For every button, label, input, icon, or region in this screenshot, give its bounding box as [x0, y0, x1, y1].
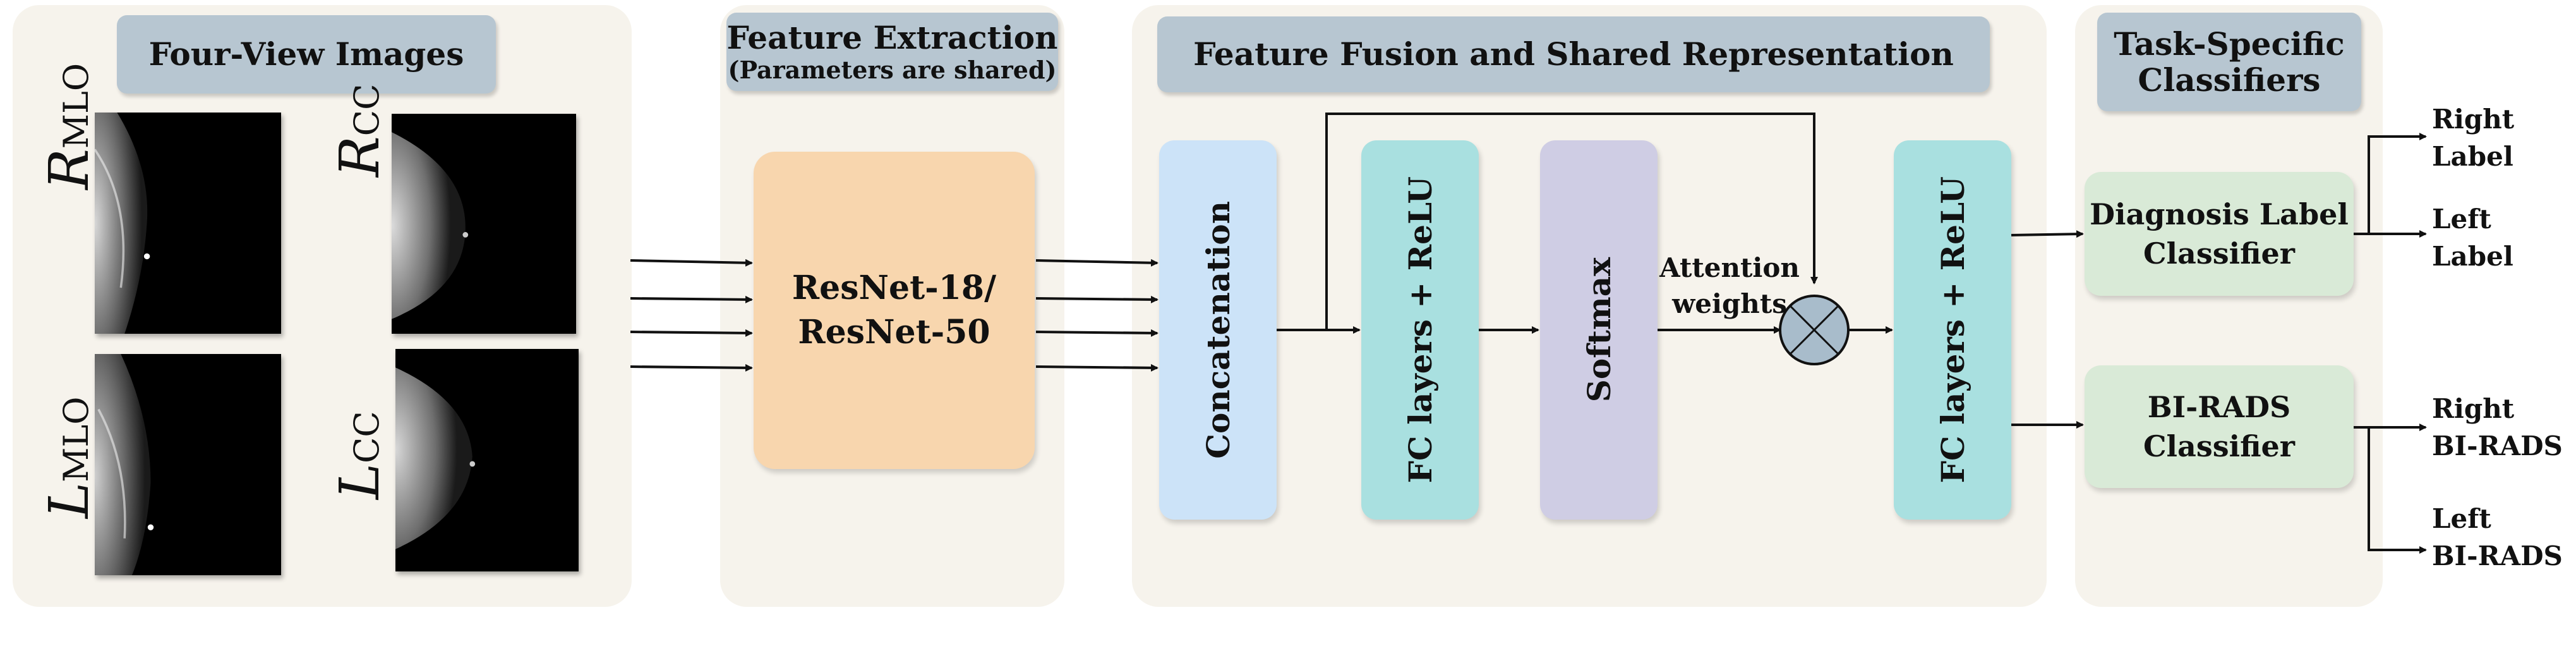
birads-classifier-box: BI-RADS Classifier [2085, 365, 2354, 488]
softmax-box: Softmax [1540, 140, 1658, 520]
fc-layers-box-1: FC layers + ReLU [1361, 140, 1479, 520]
classifiers-title-line1: Task-Specific [2114, 25, 2345, 63]
input-panel-title: Four-View Images [117, 15, 496, 94]
image-r-mlo [95, 113, 281, 334]
fc-layers-box-2: FC layers + ReLU [1894, 140, 2011, 520]
fusion-title-text: Feature Fusion and Shared Representation [1193, 35, 1954, 73]
birads-line1: BI-RADS [2147, 389, 2291, 424]
image-l-mlo [95, 354, 281, 575]
classifiers-title-line2: Classifiers [2138, 61, 2321, 99]
input-title-text: Four-View Images [148, 35, 464, 73]
image-r-cc [392, 114, 576, 334]
arrow-in-1 [630, 259, 753, 267]
arrow-in-3 [630, 329, 753, 337]
arrow-feat-1 [1035, 259, 1159, 267]
backbone-line2: ResNet-50 [798, 313, 990, 351]
backbone-box: ResNet-18/ ResNet-50 [754, 152, 1035, 469]
image-l-cc [395, 349, 579, 571]
fusion-panel-title: Feature Fusion and Shared Representation [1157, 16, 1990, 92]
diagnosis-line1: Diagnosis Label [2090, 197, 2349, 231]
arrow-in-2 [630, 295, 753, 303]
arrow-feat-3 [1035, 329, 1159, 337]
attention-weights-label: Attention weights [1659, 252, 1800, 319]
concatenation-box: Concatenation [1159, 140, 1277, 520]
extraction-panel-title: Feature Extraction (Parameters are share… [726, 13, 1058, 91]
arrow-feat-2 [1035, 295, 1159, 303]
extraction-subtitle-text: (Parameters are shared) [728, 55, 1057, 84]
extraction-title-text: Feature Extraction [726, 19, 1058, 57]
branch-diagnosis [2354, 133, 2427, 235]
skip-connection [1325, 113, 1818, 330]
arrow-fc2-diagnosis [2011, 230, 2084, 238]
birads-line2: Classifier [2143, 429, 2296, 463]
diagnosis-classifier-box: Diagnosis Label Classifier [2085, 172, 2354, 296]
classifiers-panel-title: Task-Specific Classifiers [2097, 13, 2361, 111]
multiply-icon [1779, 295, 1850, 365]
arrow-in-4 [630, 363, 753, 372]
arrow-feat-4 [1035, 363, 1159, 372]
branch-birads [2354, 426, 2427, 554]
backbone-line1: ResNet-18/ [791, 268, 997, 307]
diagnosis-line2: Classifier [2143, 236, 2296, 271]
